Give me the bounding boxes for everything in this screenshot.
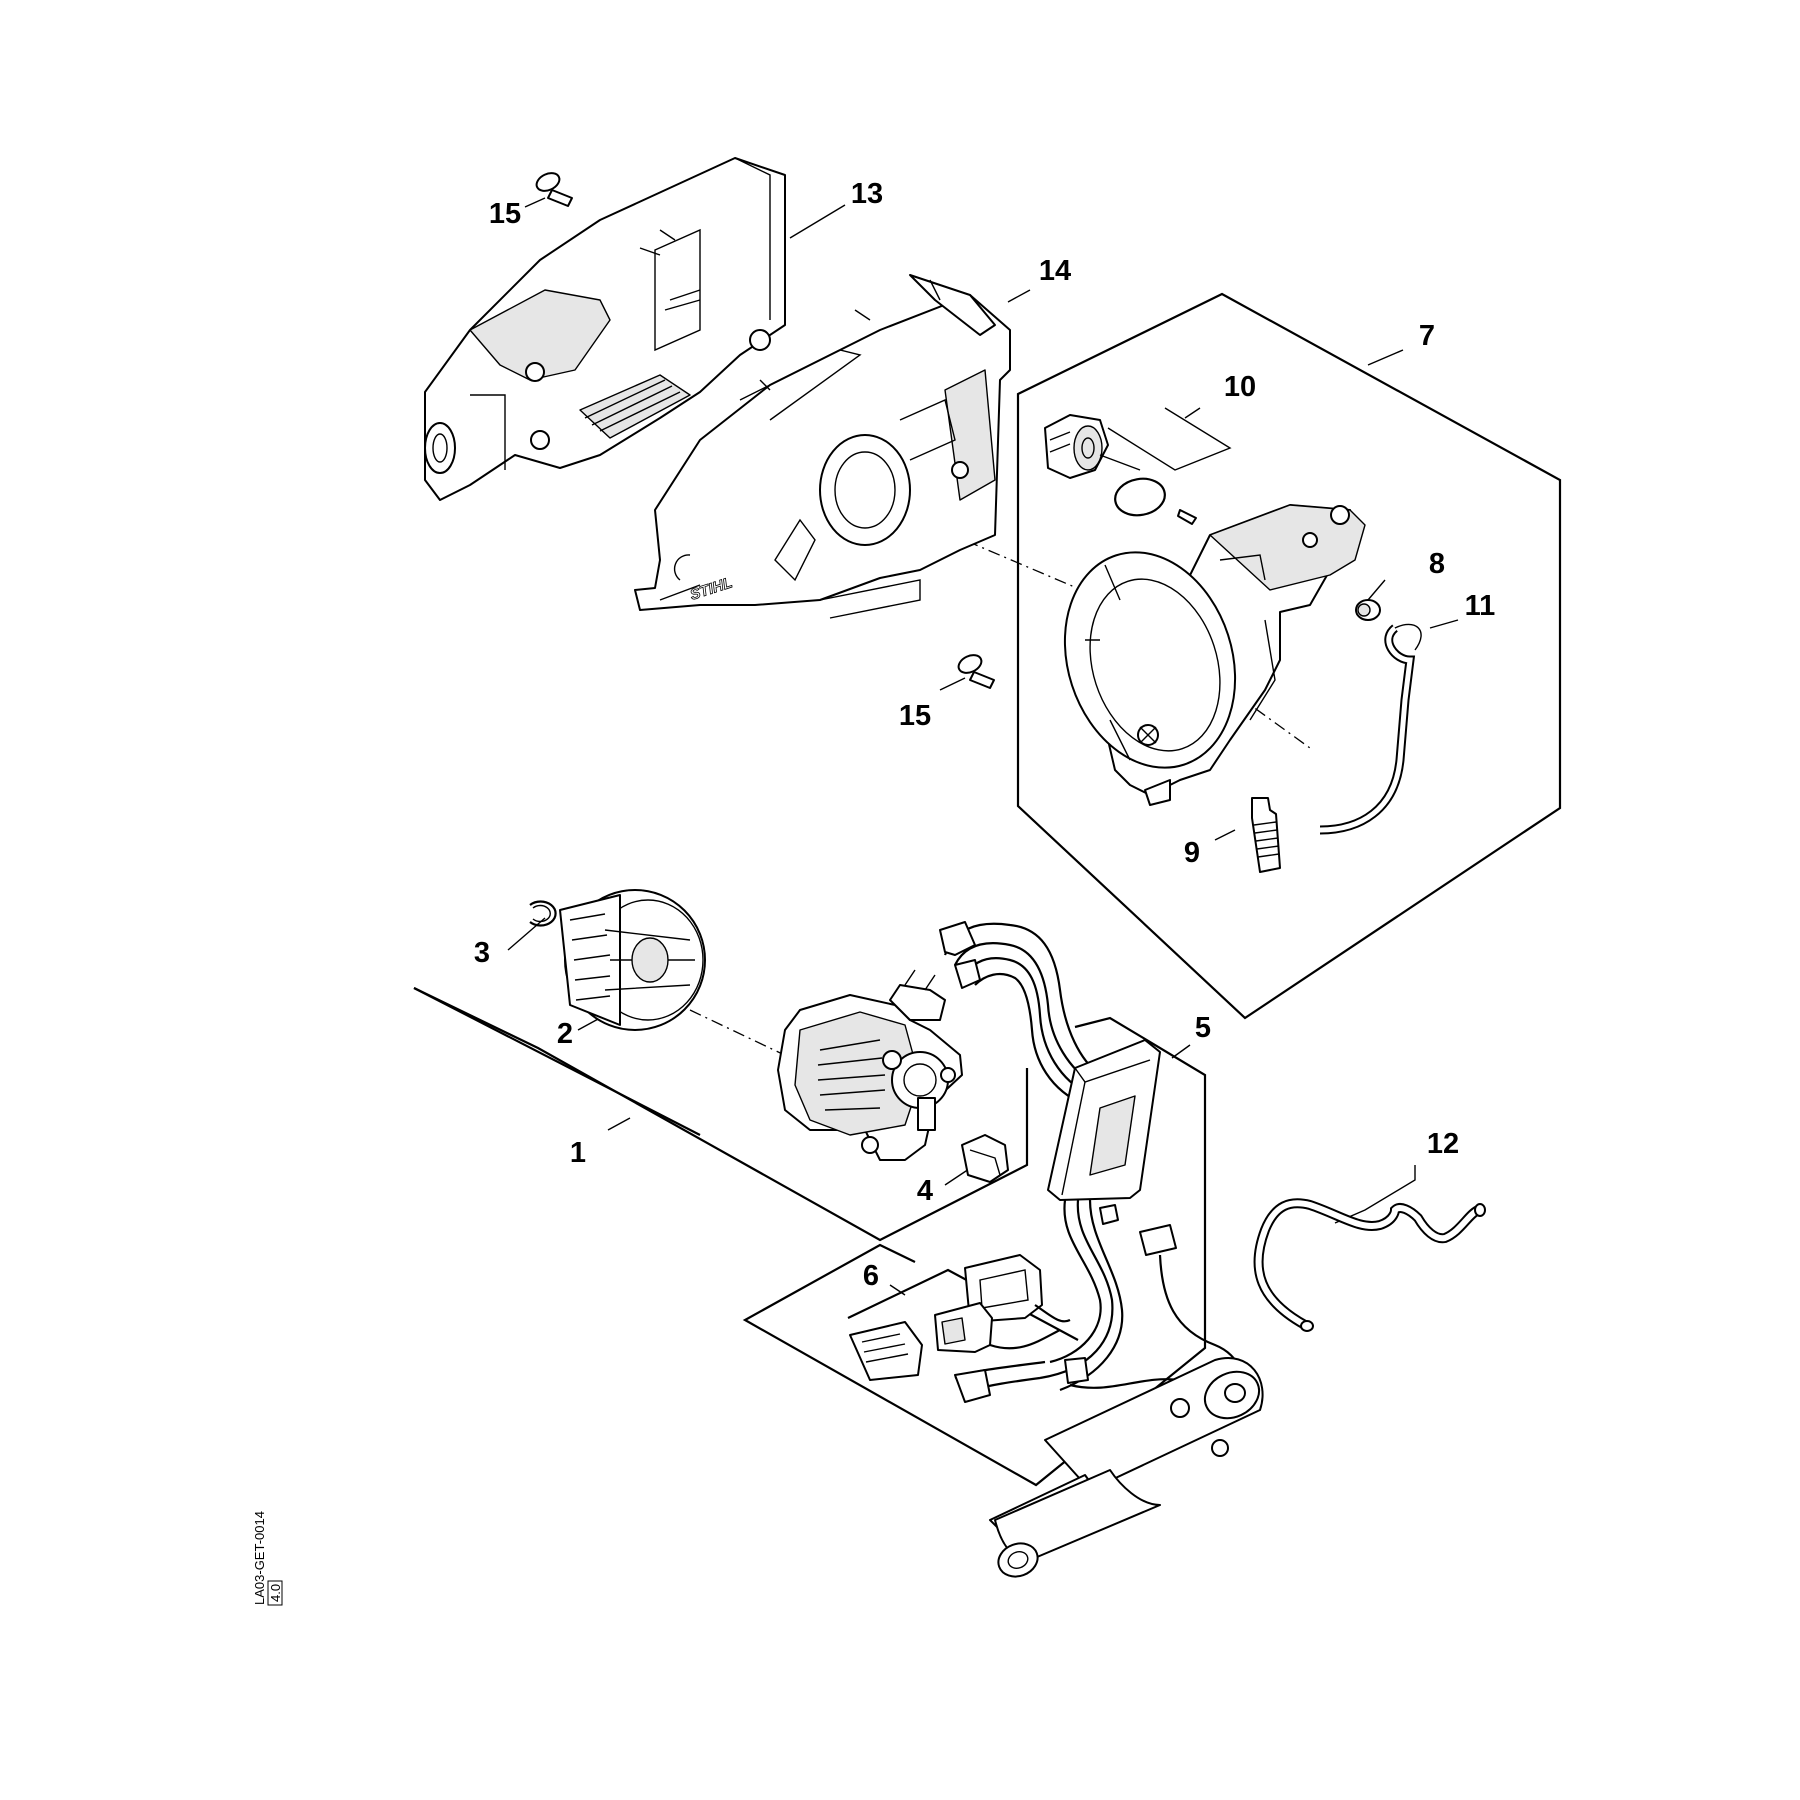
callout-6: 6 [863,1260,879,1292]
part-2-fan-wheel [559,889,706,1031]
callout-11: 11 [1465,590,1496,622]
callout-15-top: 15 [489,198,521,230]
callout-10: 10 [1224,371,1256,403]
part-12-hose [1253,1198,1486,1332]
part-11-hose [1319,623,1422,835]
part-10-switch [1044,414,1197,525]
callout-3: 3 [474,937,490,969]
callout-14: 14 [1039,255,1071,287]
part-13-housing-cover [424,157,786,501]
part-15-screw-middle [957,654,995,689]
callout-12: 12 [1427,1128,1459,1160]
part-4-bushing [961,1134,1009,1183]
group-6-frame [847,1268,1079,1341]
revision: 4.0 [268,1584,283,1602]
part-7-motor-housing [1063,504,1366,806]
group-7-frame [1016,292,1562,1020]
callout-labels: 1 2 3 4 5 6 7 8 9 10 11 12 13 14 15 15 [474,178,1495,1292]
part-1-motor [777,969,963,1161]
part-6-switch-set [849,1254,1071,1381]
callout-7: 7 [1419,320,1435,352]
part-5-electronic-module [1047,1039,1161,1201]
part-8-grommet [1355,599,1381,621]
cable-harness [939,921,1101,1107]
callout-8: 8 [1429,548,1445,580]
part-3-circlip [529,900,557,927]
document-id-block: LA03-GET-0014 4.0 [252,1511,283,1606]
document-id: LA03-GET-0014 [252,1511,267,1605]
callout-9: 9 [1184,837,1200,869]
callout-2: 2 [557,1018,573,1050]
callout-1: 1 [570,1137,586,1169]
part-15-screw-top [535,172,573,207]
callout-4: 4 [917,1175,933,1207]
leader-lines [507,197,1459,1296]
revision-box [267,1580,283,1606]
callout-15-middle: 15 [899,700,931,732]
handle-tube [989,1357,1264,1578]
group-1-frame [413,987,1029,1242]
part-14-side-cover: STIHL [634,274,1011,619]
callout-13: 13 [851,178,883,210]
part-9-spring-pin [1251,797,1281,873]
callout-5: 5 [1195,1012,1211,1044]
